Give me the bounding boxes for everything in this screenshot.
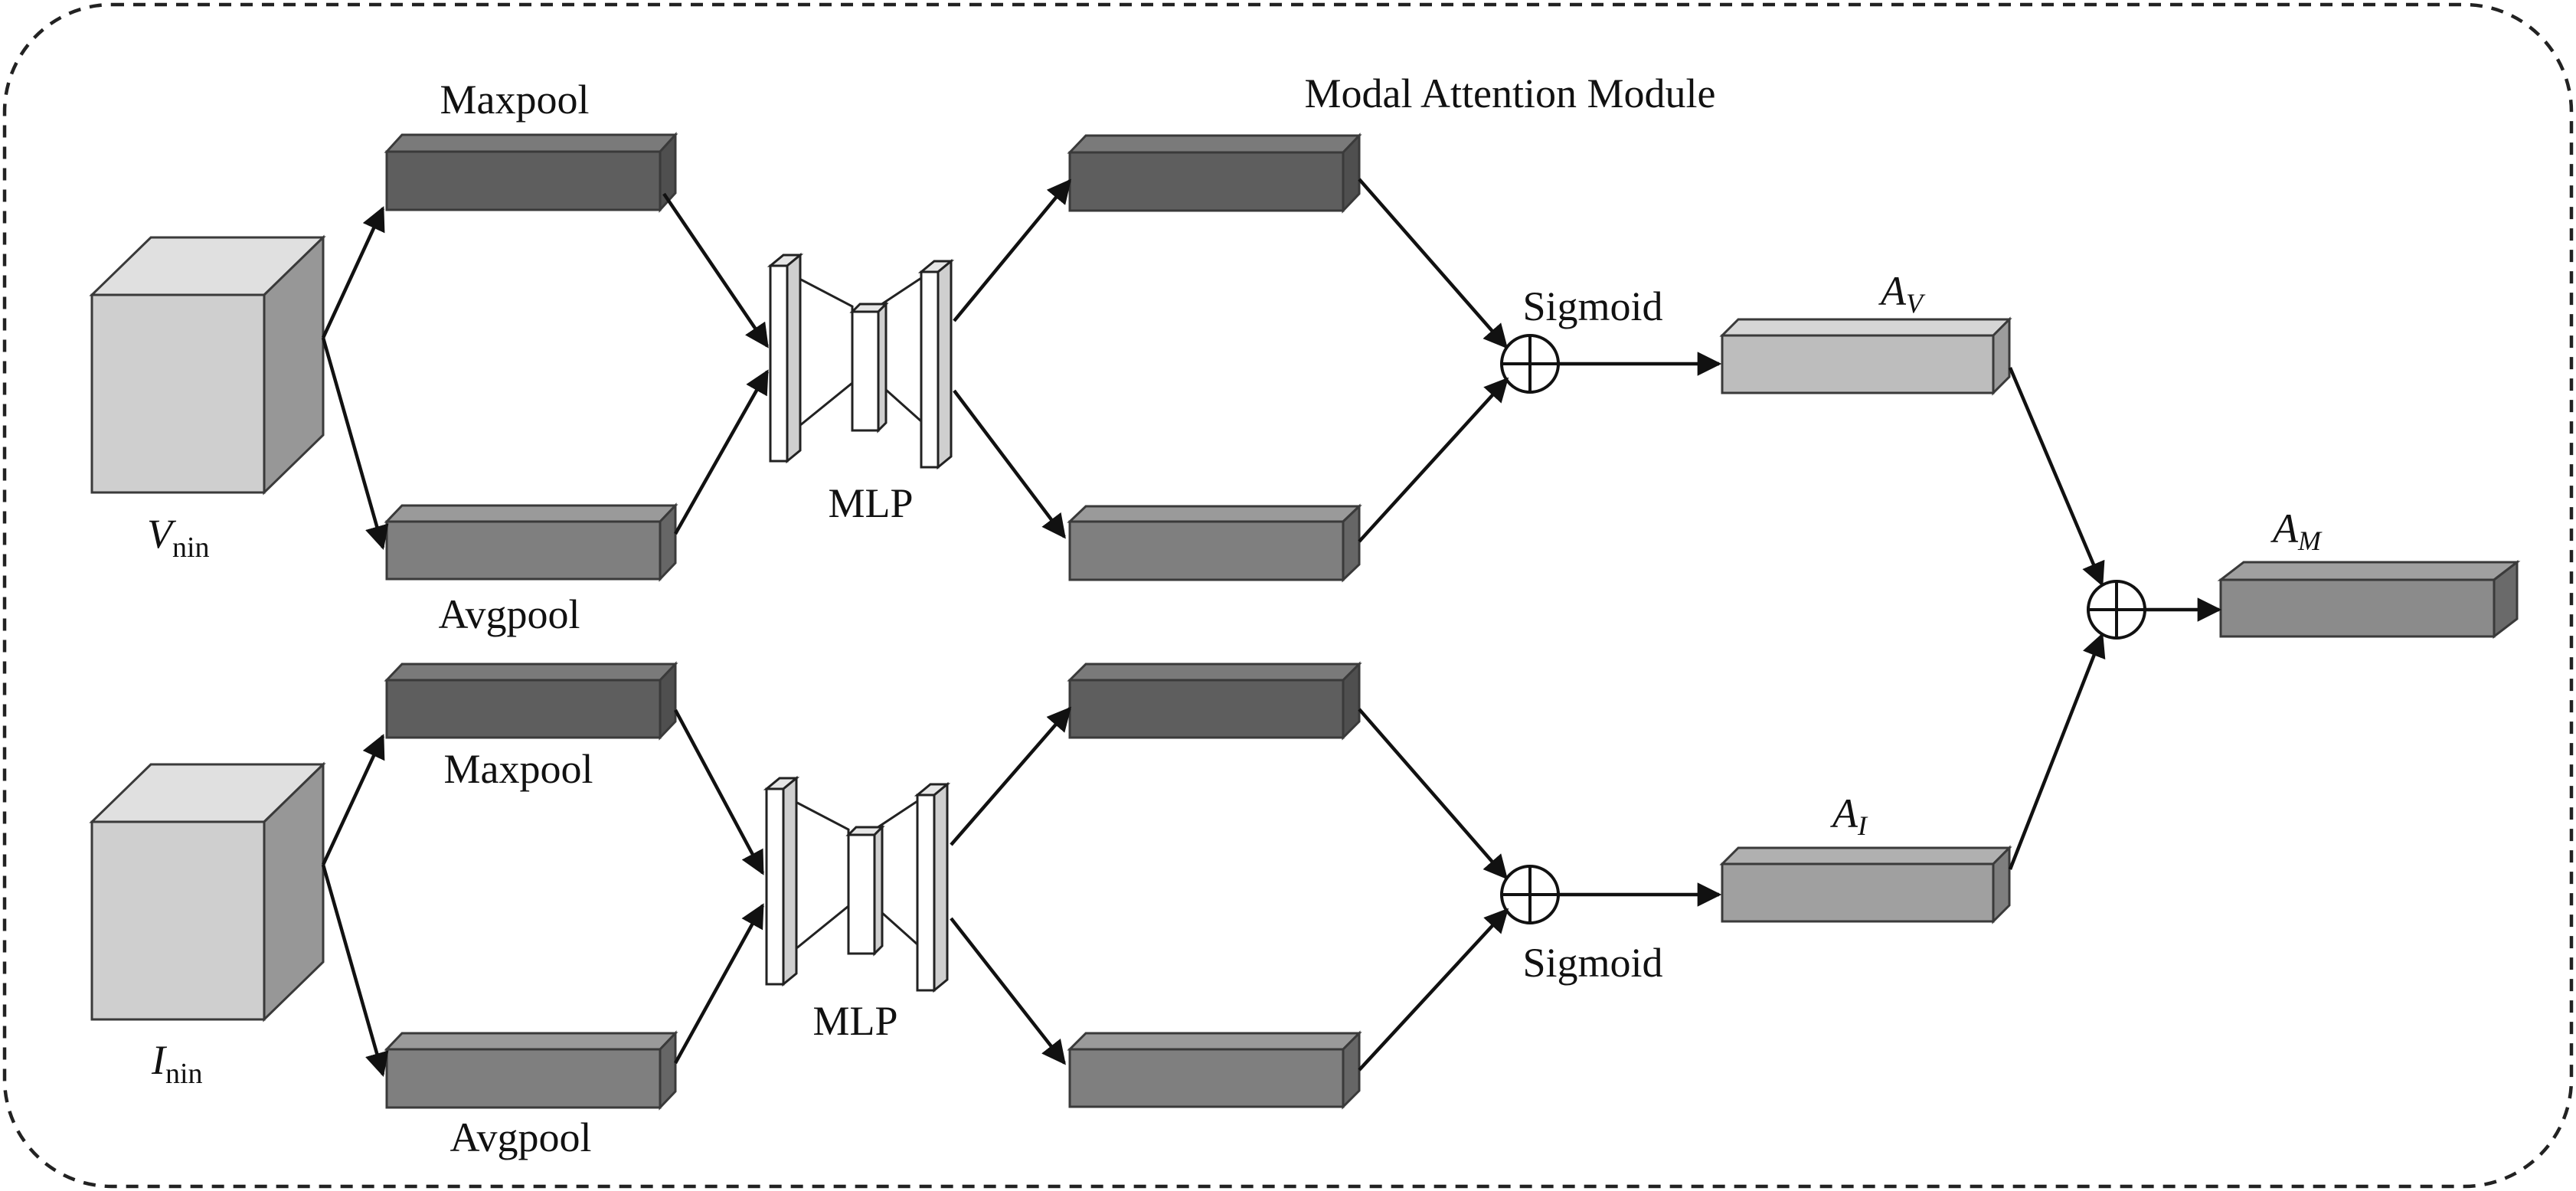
infrared-attention-subscript: I	[1857, 810, 1868, 841]
bottom-maxpool-label: Maxpool	[444, 746, 593, 792]
infrared-attention-label: AI	[1830, 790, 1868, 841]
infrared-feature-cube	[89, 761, 326, 1022]
fused-attention-label: AM	[2270, 506, 2323, 556]
infrared-attention-bar	[1719, 845, 2012, 924]
visible-input-subscript: nin	[172, 532, 210, 564]
connection-arrows	[321, 178, 2222, 1078]
bottom-avgpool-bar	[384, 1030, 678, 1111]
visible-feature-cube	[89, 234, 326, 496]
top-mlp-label: MLP	[828, 480, 913, 526]
bottom-avgpool-label: Avgpool	[450, 1114, 592, 1160]
top-mlp-max-output-bar	[1067, 133, 1362, 214]
module-title: Modal Attention Module	[1305, 70, 1716, 116]
bottom-mlp-max-output-bar	[1067, 661, 1362, 741]
fusion-sum-node-icon	[2087, 580, 2146, 640]
visible-attention-bar	[1719, 316, 2012, 396]
visible-input-label: Vnin	[147, 511, 210, 564]
top-avgpool-label: Avgpool	[439, 591, 580, 637]
fused-attention-bar	[2217, 559, 2521, 640]
bottom-mlp-label: MLP	[812, 998, 897, 1044]
bottom-mlp-block	[763, 775, 951, 993]
top-avgpool-bar	[384, 502, 678, 582]
bottom-sigmoid-label: Sigmoid	[1522, 940, 1662, 986]
infrared-input-symbol: I	[151, 1037, 168, 1083]
fused-attention-symbol: A	[2270, 506, 2299, 551]
top-maxpool-label: Maxpool	[440, 77, 590, 123]
infrared-input-subscript: nin	[165, 1058, 203, 1090]
bottom-mlp-avg-output-bar	[1067, 1030, 1362, 1110]
top-mlp-avg-output-bar	[1067, 503, 1362, 583]
bottom-maxpool-bar	[384, 661, 678, 741]
visible-attention-subscript: V	[1906, 288, 1926, 319]
visible-attention-symbol: A	[1878, 268, 1907, 314]
top-sigmoid-label: Sigmoid	[1522, 283, 1662, 329]
bottom-sum-node-icon	[1500, 865, 1560, 924]
visible-input-symbol: V	[147, 511, 177, 557]
top-sum-node-icon	[1500, 334, 1560, 394]
top-maxpool-bar	[384, 132, 678, 213]
infrared-input-label: Inin	[151, 1037, 203, 1090]
top-mlp-block	[767, 252, 955, 470]
visible-attention-label: AV	[1878, 268, 1926, 319]
fused-attention-subscript: M	[2297, 525, 2323, 556]
infrared-attention-symbol: A	[1830, 790, 1858, 836]
